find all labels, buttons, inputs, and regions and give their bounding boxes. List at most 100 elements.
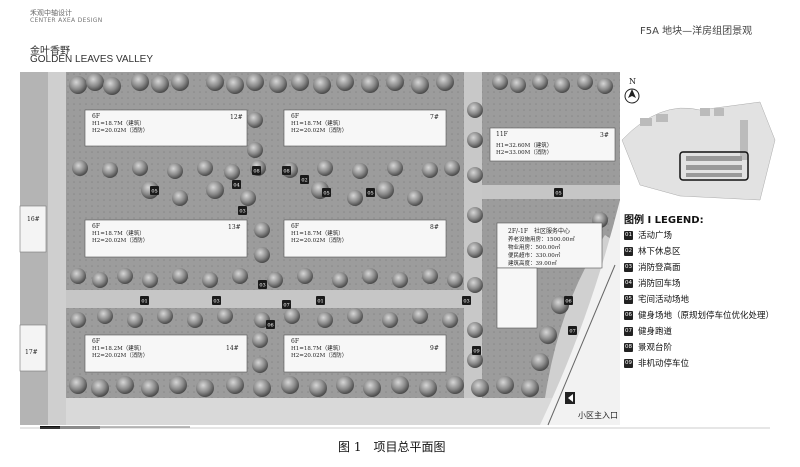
building-h2: H2=20.02M（消防）: [92, 126, 148, 134]
north-compass: N: [624, 77, 640, 104]
building-h1: H1=18.7M（建筑）: [291, 229, 344, 237]
plan-marker: 01: [140, 296, 149, 305]
building-h1: H1=18.2M（建筑）: [92, 344, 145, 352]
plan-marker-code: 06: [565, 299, 571, 305]
building-floors: 6F: [92, 223, 100, 230]
plan-marker: 07: [568, 326, 577, 335]
plan-marker-code: 02: [301, 178, 307, 184]
community-center-line: 便民超市：330.00㎡: [508, 251, 561, 259]
building-17-label: 17#: [25, 349, 38, 356]
building-h2: H2=33.00M（消防）: [496, 148, 552, 156]
plan-marker-code: 05: [367, 191, 373, 197]
plan-marker-code: 07: [569, 329, 575, 335]
scale-bar: [40, 426, 60, 429]
plan-marker: 05: [366, 188, 375, 197]
plan-marker-code: 05: [151, 189, 157, 195]
legend-code: 04: [624, 279, 633, 288]
plan-marker: 05: [150, 186, 159, 195]
building-h1: H1=32.60M（建筑）: [496, 141, 552, 149]
building-h1: H1=18.7M（建筑）: [92, 119, 145, 127]
building-number: 12#: [230, 114, 243, 121]
building-number: 14#: [226, 345, 239, 352]
plan-title: F5A 地块—洋房组团景观: [640, 26, 753, 37]
building-floors: 6F: [291, 338, 299, 345]
plan-marker-code: 01: [141, 299, 147, 305]
plan-marker-code: 05: [555, 191, 561, 197]
legend-label: 宅间活动场地: [638, 295, 690, 305]
community-center-line: 建筑高度：39.00㎡: [508, 259, 557, 267]
community-center-line: 物业用房：500.00㎡: [508, 243, 561, 251]
south-road: [66, 398, 620, 425]
legend-label: 林下休息区: [638, 247, 681, 257]
building-h1: H1=18.7M（建筑）: [92, 229, 145, 237]
legend-code: 07: [624, 327, 633, 336]
plan-marker: 05: [554, 188, 563, 197]
building-h2: H2=20.02M（消防）: [291, 351, 347, 359]
building-h2: H2=20.02M（消防）: [92, 351, 148, 359]
central-road: [66, 290, 466, 308]
plan-marker-code: 03: [463, 299, 469, 305]
building-number: 3#: [600, 132, 609, 139]
building-h1: H1=18.7M（建筑）: [291, 119, 344, 127]
plan-marker: 03: [238, 206, 247, 215]
building-floors: 6F: [92, 338, 100, 345]
building-number: 8#: [430, 224, 439, 231]
company-name-cn: 禾观中轴设计: [30, 9, 72, 17]
community-center-line: 养老设施用房：1500.00㎡: [508, 235, 575, 243]
building-h2: H2=20.02M（消防）: [92, 236, 148, 244]
plan-marker-code: 05: [323, 191, 329, 197]
plan-marker-code: 03: [259, 283, 265, 289]
legend-label: 消防登高面: [638, 263, 681, 273]
plan-marker-code: 06: [267, 323, 273, 329]
building-labels: 6F 12# H1=18.7M（建筑） H2=20.02M（消防） 6F 7# …: [92, 113, 609, 359]
figure-caption: 图 1 项目总平面图: [338, 440, 446, 454]
legend-code: 01: [624, 231, 633, 240]
building-h2: H2=20.02M（消防）: [291, 236, 347, 244]
building-number: 7#: [430, 114, 439, 121]
plan-marker: 02: [300, 175, 309, 184]
plan-marker-code: 01: [317, 299, 323, 305]
company-name-en: CENTER AXEA DESIGN: [30, 17, 103, 24]
legend-label: 消防回车场: [638, 279, 681, 289]
legend-item: 04 消防回车场: [624, 276, 774, 292]
key-plan: [621, 101, 776, 201]
plan-marker: 03: [462, 296, 471, 305]
legend-label: 活动广场: [638, 231, 673, 241]
main-entrance: 小区主入口: [565, 392, 618, 420]
community-center-title: 2F/-1F 社区服务中心: [508, 227, 570, 235]
plan-marker: 08: [282, 166, 291, 175]
legend-code: 08: [624, 343, 633, 352]
building-h2: H2=20.02M（消防）: [291, 126, 347, 134]
legend-title: 图例 I LEGEND:: [624, 215, 704, 226]
compass-label: N: [629, 77, 636, 86]
building-block: [84, 109, 616, 373]
plan-marker: 06: [266, 320, 275, 329]
building-floors: 6F: [291, 223, 299, 230]
plan-marker: 01: [316, 296, 325, 305]
building-floors: 6F: [92, 113, 100, 120]
plan-marker-code: 07: [283, 303, 289, 309]
entrance-label: 小区主入口: [578, 410, 618, 420]
project-name-en: GOLDEN LEAVES VALLEY: [30, 54, 154, 65]
plan-marker: 07: [282, 300, 291, 309]
plan-marker: 09: [472, 346, 481, 355]
plan-marker: 03: [258, 280, 267, 289]
plan-marker-code: 08: [253, 169, 259, 175]
plan-marker-code: 09: [473, 349, 479, 355]
plan-marker-code: 03: [239, 209, 245, 215]
building-16-label: 16#: [27, 216, 40, 223]
plan-marker: 08: [252, 166, 261, 175]
legend-label: 非机动停车位: [638, 359, 690, 369]
plan-marker-code: 04: [233, 183, 239, 189]
community-center: 2F/-1F 社区服务中心 养老设施用房：1500.00㎡ 物业用房：500.0…: [508, 227, 575, 267]
building-floors: 6F: [291, 113, 299, 120]
plan-marker: 05: [322, 188, 331, 197]
